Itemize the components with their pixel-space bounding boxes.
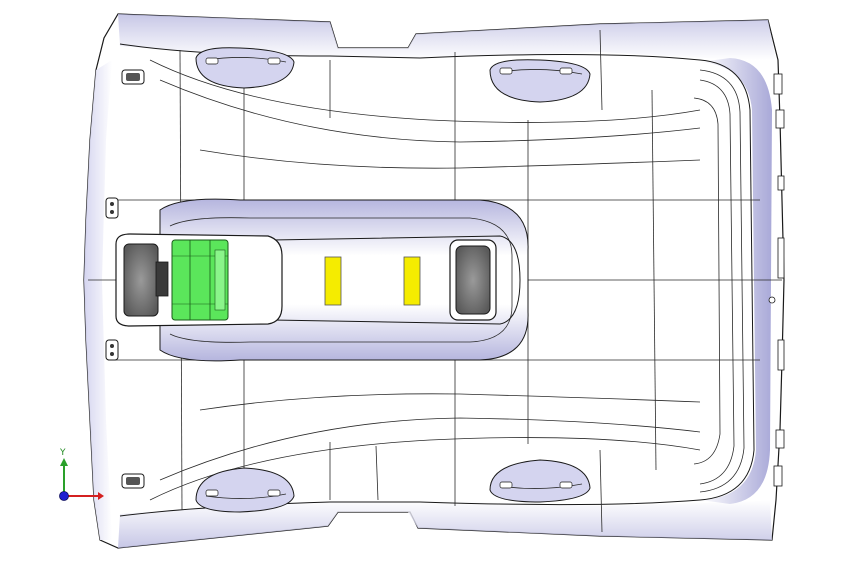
- visor-clip-right[interactable]: [105, 339, 119, 361]
- rear-lamp-cutout[interactable]: [449, 239, 497, 321]
- left-side-clips: [105, 69, 145, 489]
- triad-y-label: Y: [59, 448, 66, 458]
- shaded-perimeter: [84, 14, 776, 548]
- grab-handle-front-right[interactable]: [195, 467, 295, 513]
- yellow-pads: [324, 256, 421, 306]
- rear-edge-tabs: [768, 73, 785, 487]
- green-console-part[interactable]: [171, 239, 229, 321]
- yellow-pad-1[interactable]: [324, 256, 342, 306]
- triad-z-axis: [59, 491, 69, 501]
- coordinate-triad[interactable]: Y: [59, 448, 104, 501]
- grab-handle-front-left[interactable]: [195, 47, 295, 89]
- grab-handle-rear-left[interactable]: [489, 59, 591, 103]
- grab-handle-rear-right[interactable]: [489, 459, 591, 503]
- visor-clip-left[interactable]: [105, 197, 119, 219]
- yellow-pad-2[interactable]: [403, 256, 421, 306]
